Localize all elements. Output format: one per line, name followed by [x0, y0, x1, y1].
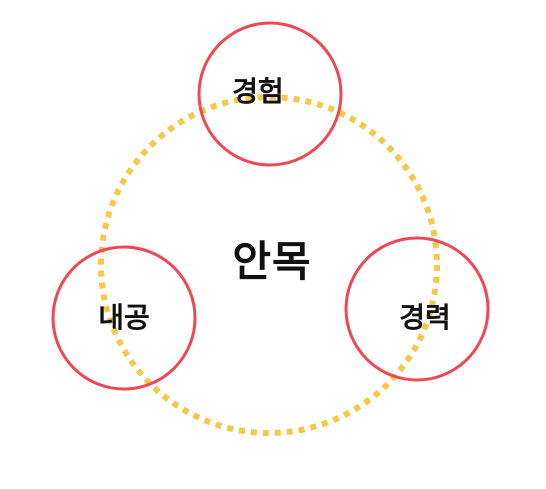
dotted-ring: [98, 94, 440, 436]
node-label-right: 경력: [399, 301, 451, 334]
center-label: 안목: [232, 237, 312, 286]
node-circle-left: [51, 245, 197, 391]
node-label-left: 내공: [98, 301, 150, 334]
node-label-top: 경험: [232, 75, 284, 108]
node-circle-top: [197, 21, 343, 167]
node-circle-right: [344, 236, 490, 382]
